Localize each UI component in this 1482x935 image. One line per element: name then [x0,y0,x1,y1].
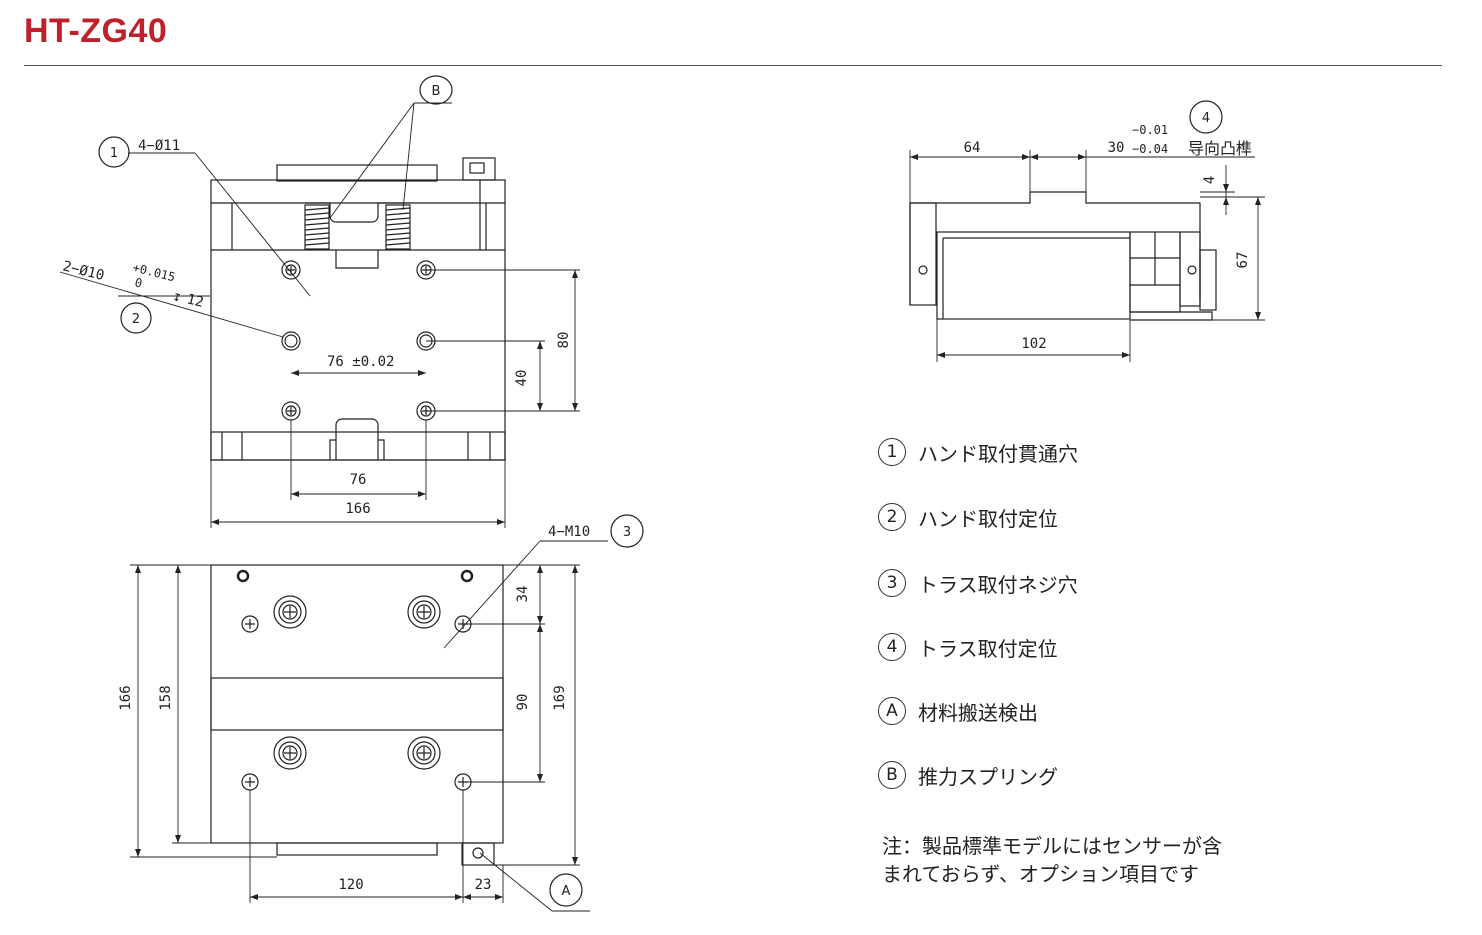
legend-text: 材料搬送検出 [918,700,1038,725]
dim-holes-through: 4−Ø11 [138,138,180,154]
legend-item: 4 トラス取付定位 [878,631,1058,663]
callout-3: 3 [623,525,631,540]
legend-text: 推力スプリング [918,764,1058,789]
dim-80: 80 [556,332,572,349]
legend-text: トラス取付定位 [918,636,1058,661]
dim-166-top: 166 [345,501,370,517]
dim-4: 4 [1202,176,1218,184]
callout-A: A [562,884,571,899]
dim-30-tol-upper: −0.01 [1132,123,1168,137]
legend-item: 1 ハンド取付貫通穴 [878,436,1078,468]
legend-mark: A [878,697,906,725]
bottom-view [210,564,504,866]
dim-76: 76 [350,472,367,488]
legend-text: ハンド取付定位 [918,506,1058,531]
dim-166-left: 166 [118,685,134,710]
product-title: HT-ZG40 [24,12,168,50]
dim-120: 120 [338,877,363,893]
spring-left [304,204,330,250]
callout-1: 1 [110,146,118,161]
legend-item: B 推力スプリング [878,759,1058,791]
guide-key-label: 导向凸榫 [1188,139,1252,158]
note-line-1: 注：製品標準モデルにはセンサーが含 [882,834,1222,858]
dim-pin-holes: 2−Ø10 [61,258,106,284]
dim-pin-tol-lower: 0 [133,275,143,290]
legend-item: 2 ハンド取付定位 [878,501,1058,533]
note-line-2: まれておらず、オプション項目です [882,862,1199,886]
callout-2: 2 [132,312,140,327]
dim-30: 30 [1108,140,1125,156]
legend-mark: 3 [878,569,906,597]
dim-102: 102 [1021,336,1046,352]
dim-40: 40 [514,370,530,387]
dim-pitch-76-tol: 76 ±0.02 [327,354,394,370]
top-view [210,157,506,461]
title-divider [24,65,1442,66]
legend-item: A 材料搬送検出 [878,695,1038,727]
dim-158: 158 [158,685,174,710]
dim-30-tol-lower: −0.04 [1132,142,1168,156]
legend-mark: 2 [878,503,906,531]
legend-text: トラス取付ネジ穴 [918,572,1078,597]
legend-mark: 4 [878,633,906,661]
legend-item: 3 トラス取付ネジ穴 [878,567,1078,599]
dim-thread: 4−M10 [548,524,590,540]
dim-64: 64 [964,140,981,156]
dim-pin-depth: 12 [185,291,205,311]
side-view [909,191,1217,321]
legend-mark: 1 [878,438,906,466]
spring-right [385,204,411,250]
dim-169: 169 [552,685,568,710]
callout-4: 4 [1202,111,1210,126]
callout-B: B [432,84,441,99]
legend-text: ハンド取付貫通穴 [918,441,1078,466]
legend-mark: B [878,761,906,789]
dim-23: 23 [475,877,492,893]
depth-icon: ↧ [171,288,183,306]
dim-67: 67 [1235,252,1251,269]
dim-90: 90 [515,694,531,711]
dim-34: 34 [515,586,531,603]
sensor-note: 注：製品標準モデルにはセンサーが含 まれておらず、オプション項目です [882,832,1222,888]
